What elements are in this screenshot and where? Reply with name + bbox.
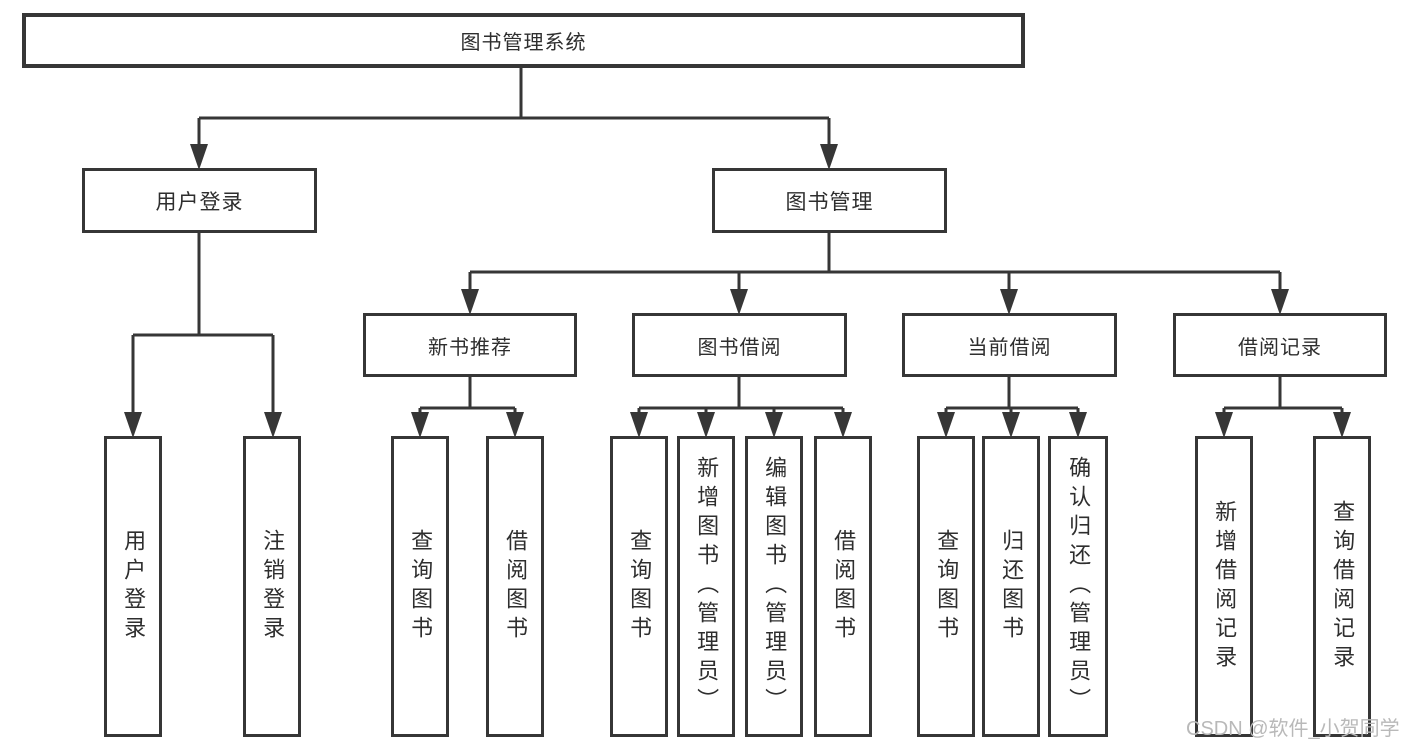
leaf-query-books-current: 查询图书 [917, 436, 975, 737]
node-user-login: 用户登录 [82, 168, 317, 233]
node-root: 图书管理系统 [22, 13, 1025, 68]
node-current-borrowing: 当前借阅 [902, 313, 1117, 377]
leaf-query-books-recommend: 查询图书 [391, 436, 449, 737]
leaf-borrow-books-recommend: 借阅图书 [486, 436, 544, 737]
leaf-edit-books-admin: 编辑图书（管理员） [745, 436, 803, 737]
leaf-return-books: 归还图书 [982, 436, 1040, 737]
leaf-logout-login: 注销登录 [243, 436, 301, 737]
node-book-borrowing: 图书借阅 [632, 313, 847, 377]
watermark-text: CSDN @软件_小贺同学 [1186, 718, 1400, 740]
node-borrowing-records: 借阅记录 [1173, 313, 1387, 377]
leaf-query-borrow-record: 查询借阅记录 [1313, 436, 1371, 737]
leaf-add-books-admin: 新增图书（管理员） [677, 436, 735, 737]
leaf-add-borrow-record: 新增借阅记录 [1195, 436, 1253, 737]
node-new-book-recommendation: 新书推荐 [363, 313, 577, 377]
leaf-confirm-return-admin: 确认归还（管理员） [1048, 436, 1108, 737]
node-book-management: 图书管理 [712, 168, 947, 233]
arrowheads [124, 144, 1351, 438]
leaf-borrow-books-borrowing: 借阅图书 [814, 436, 872, 737]
leaf-query-books-borrowing: 查询图书 [610, 436, 668, 737]
leaf-user-login: 用户登录 [104, 436, 162, 737]
